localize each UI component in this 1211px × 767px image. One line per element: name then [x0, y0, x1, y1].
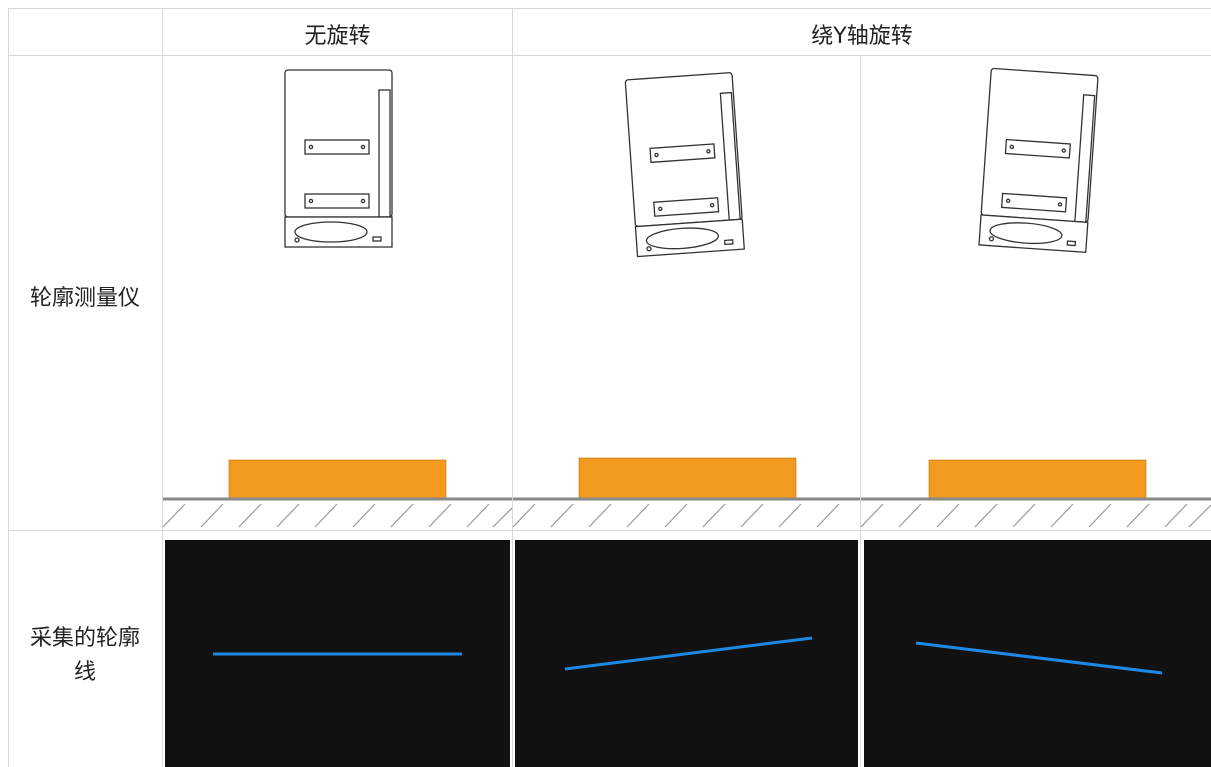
profile-view-rotate-y-2	[864, 540, 1211, 767]
ground-hatch	[513, 503, 840, 528]
row-label-captured-line1: 采集的轮廓	[29, 626, 140, 651]
profiler-device-icon	[624, 72, 745, 258]
row-label-profiler: 轮廓测量仪	[29, 286, 140, 311]
ground-hatch	[861, 503, 1211, 528]
target-object	[228, 459, 447, 500]
profile-line	[564, 636, 813, 671]
header-no-rotation: 无旋转	[304, 24, 371, 49]
ground-hatch	[163, 503, 512, 528]
target-object	[928, 459, 1147, 500]
row-label-captured-profile: 采集的轮廓 线	[8, 622, 162, 690]
comparison-table: 无旋转 绕Y轴旋转 轮廓测量仪 采集的轮廓 线	[8, 8, 1211, 767]
table-divider-col1	[162, 8, 163, 767]
profiler-device-icon	[284, 69, 393, 248]
table-divider-col2	[512, 8, 513, 767]
header-rotate-y: 绕Y轴旋转	[811, 24, 913, 49]
target-object	[578, 457, 797, 500]
profile-line	[915, 641, 1163, 675]
table-divider-row1	[8, 55, 1211, 56]
scene-rotate-y-1	[513, 72, 860, 528]
scene-rotate-y-2	[861, 67, 1211, 528]
table-divider-row2	[8, 530, 1211, 531]
row-label-captured-line2: 线	[73, 660, 96, 685]
profile-view-no-rotation	[165, 540, 510, 767]
table-border-left	[8, 8, 9, 767]
scene-no-rotation	[163, 69, 512, 528]
table-divider-col3	[860, 55, 861, 767]
profiler-device-icon	[978, 67, 1099, 254]
profile-view-rotate-y-1	[515, 540, 858, 767]
table-border-top	[8, 8, 1211, 9]
